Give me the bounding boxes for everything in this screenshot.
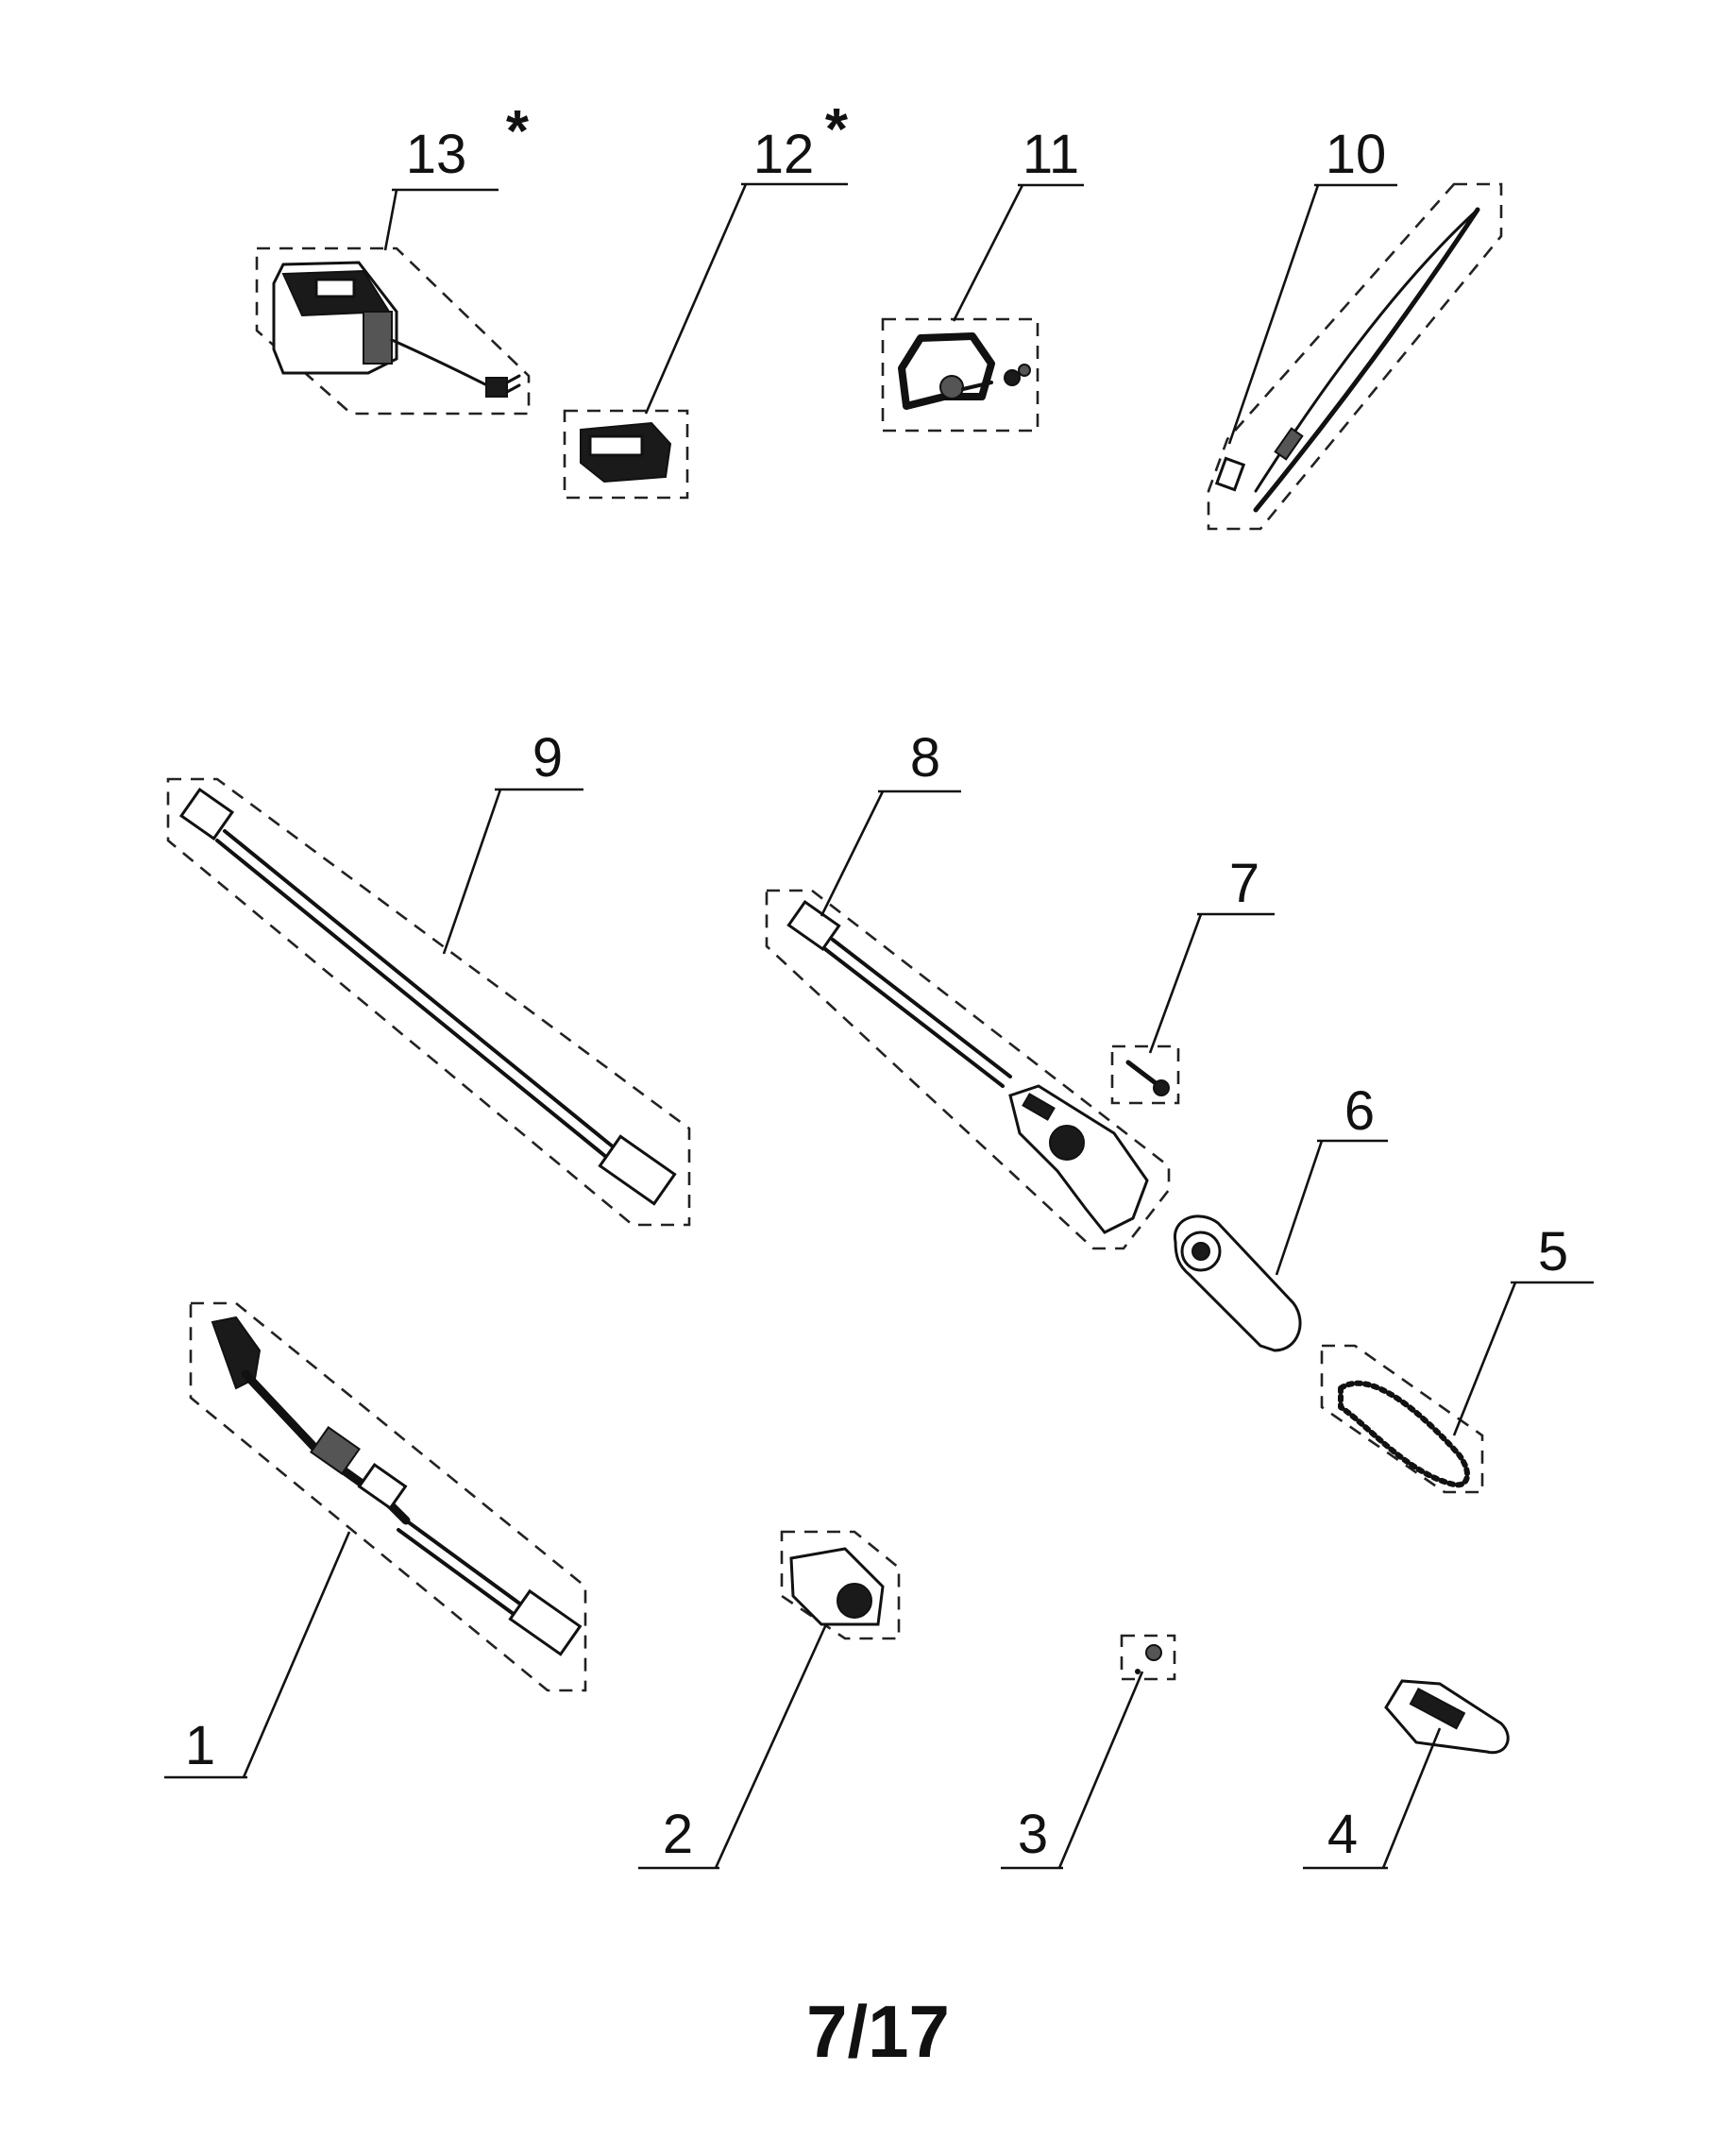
part-2-label: 2 bbox=[663, 1804, 693, 1865]
part-13-label: 13 bbox=[406, 124, 467, 185]
part-13-asterisk: * bbox=[506, 99, 530, 164]
page-number: 7/17 bbox=[806, 1990, 950, 2073]
part-4-scabbard: 4 bbox=[1303, 1679, 1510, 1870]
part-5-label: 5 bbox=[1538, 1221, 1568, 1282]
part-12-asterisk: * bbox=[825, 97, 849, 162]
part-6-label: 6 bbox=[1344, 1080, 1375, 1142]
part-7-label: 7 bbox=[1229, 853, 1259, 914]
part-1-main-handle: 1 bbox=[164, 1301, 587, 1779]
part-2-cover: 2 bbox=[638, 1530, 901, 1870]
part-10-label: 10 bbox=[1326, 124, 1387, 185]
part-6-guide-bar: 6 bbox=[1174, 1080, 1388, 1352]
part-11-aux-handle: 11 bbox=[881, 124, 1084, 433]
part-1-label: 1 bbox=[185, 1715, 215, 1776]
part-5-chain: 5 bbox=[1320, 1221, 1594, 1494]
part-10-strap: 10 bbox=[1207, 124, 1503, 531]
part-8-motor-pole: 8 bbox=[765, 727, 1171, 1250]
part-9-label: 9 bbox=[532, 727, 563, 789]
part-11-label: 11 bbox=[1023, 124, 1079, 185]
part-7-screw: 7 bbox=[1110, 853, 1275, 1105]
part-8-label: 8 bbox=[910, 727, 940, 789]
part-12-battery: 12 * bbox=[563, 97, 849, 500]
part-13-charger: 13 * bbox=[255, 99, 531, 416]
part-3-label: 3 bbox=[1018, 1804, 1048, 1865]
part-4-label: 4 bbox=[1327, 1804, 1358, 1865]
part-3-nut: 3 bbox=[1001, 1634, 1176, 1870]
part-9-extension-pole: 9 bbox=[166, 727, 691, 1227]
part-12-label: 12 bbox=[753, 124, 815, 185]
